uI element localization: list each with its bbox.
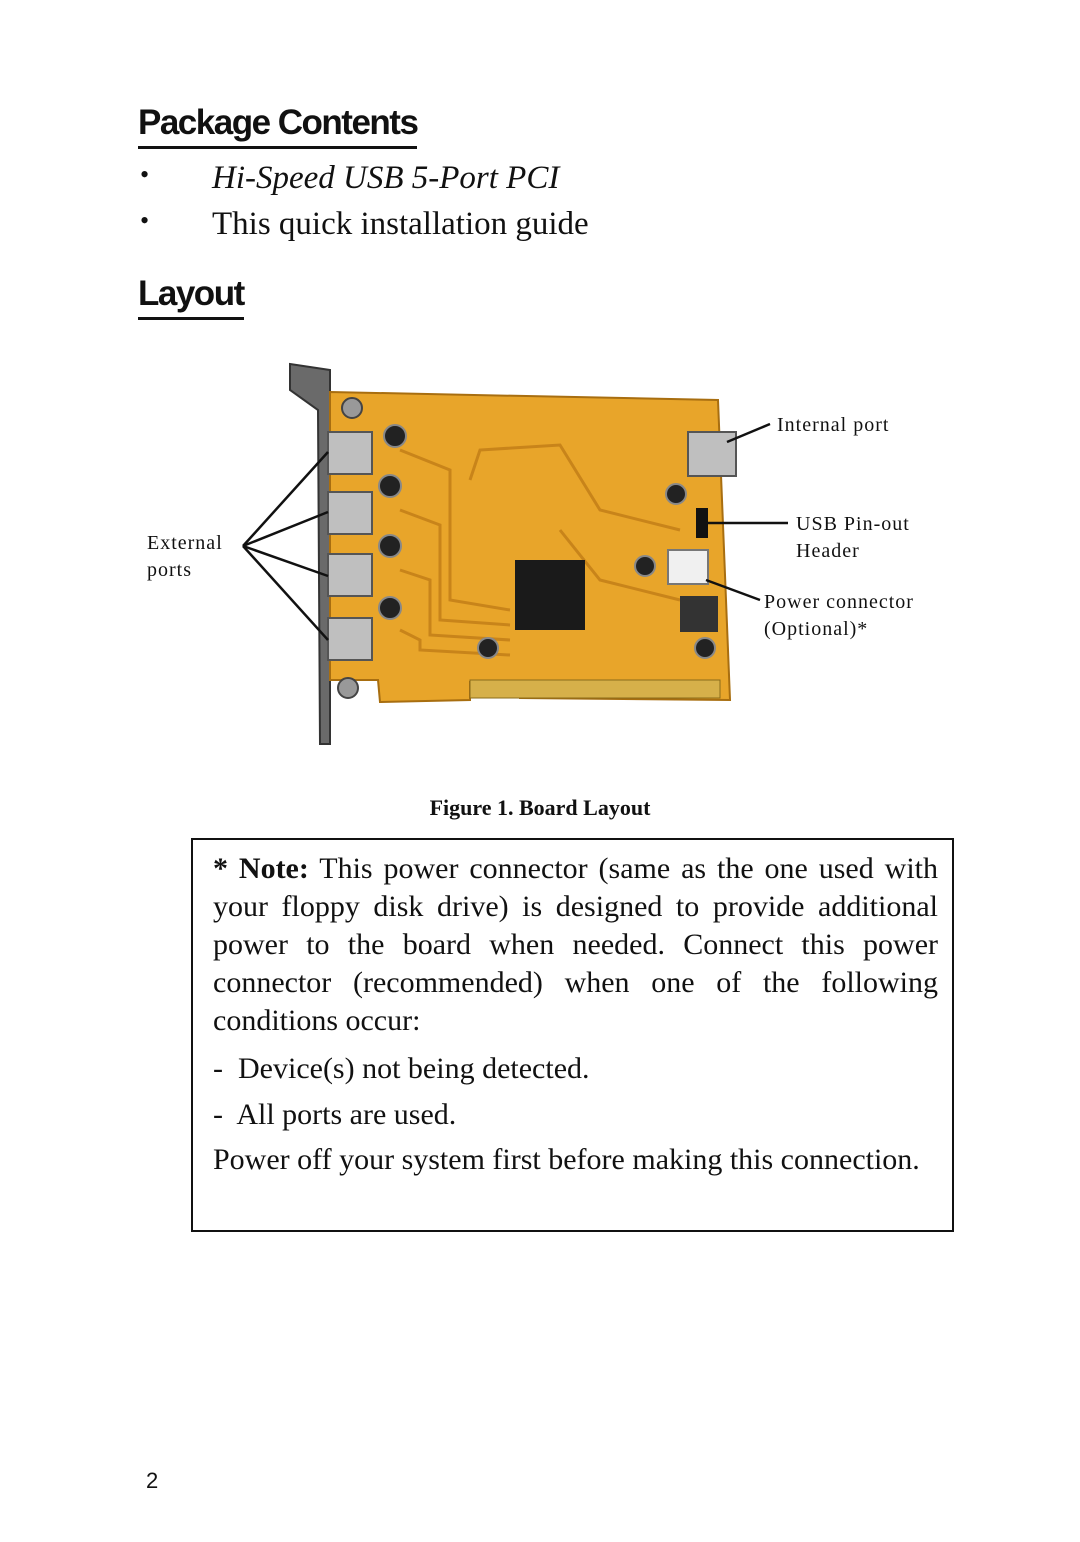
screw-icon <box>341 397 363 419</box>
figure-caption: Figure 1. Board Layout <box>429 795 651 820</box>
power-connector-callout: Power connector (Optional)* <box>764 591 914 640</box>
bullet-icon: • <box>140 160 150 189</box>
board-layout-figure <box>242 362 788 745</box>
package-contents-heading: Package Contents <box>138 105 419 149</box>
board-traces <box>399 443 681 657</box>
pci-bracket-icon <box>289 362 331 745</box>
usb-port-icon <box>327 491 373 535</box>
note-condition-text: All ports are used. <box>236 1098 457 1131</box>
package-item-text: This quick installation guide <box>212 206 589 242</box>
external-ports-callout: External ports <box>147 532 223 581</box>
package-item-text: Hi-Speed USB 5-Port PCI <box>212 160 560 196</box>
note-body: This power connector (same as the one us… <box>213 852 938 1037</box>
bullet-icon: • <box>140 206 150 235</box>
power-connector-icon <box>667 549 709 585</box>
usb-port-icon <box>687 431 737 477</box>
note-condition-text: Device(s) not being detected. <box>238 1052 590 1085</box>
usb-port-icon <box>327 617 373 661</box>
note-paragraph: * Note: This power connector (same as th… <box>213 850 938 1040</box>
layout-heading: Layout <box>138 276 245 320</box>
screw-icon <box>337 677 359 699</box>
note-closing: Power off your system first before makin… <box>213 1143 920 1176</box>
controller-chip-icon <box>515 560 585 630</box>
usb-header-callout: USB Pin-out Header <box>796 513 910 562</box>
pin-header-icon <box>696 508 708 538</box>
note-condition: - All ports are used. <box>213 1098 457 1131</box>
note-label: * Note: <box>213 852 309 885</box>
note-box: * Note: This power connector (same as th… <box>191 838 954 1232</box>
usb-port-icon <box>327 431 373 475</box>
note-condition: - Device(s) not being detected. <box>213 1052 590 1085</box>
internal-port-callout: Internal port <box>777 414 890 436</box>
usb-port-icon <box>327 553 373 597</box>
page-number: 2 <box>146 1468 159 1493</box>
pci-edge-connector <box>469 679 721 699</box>
